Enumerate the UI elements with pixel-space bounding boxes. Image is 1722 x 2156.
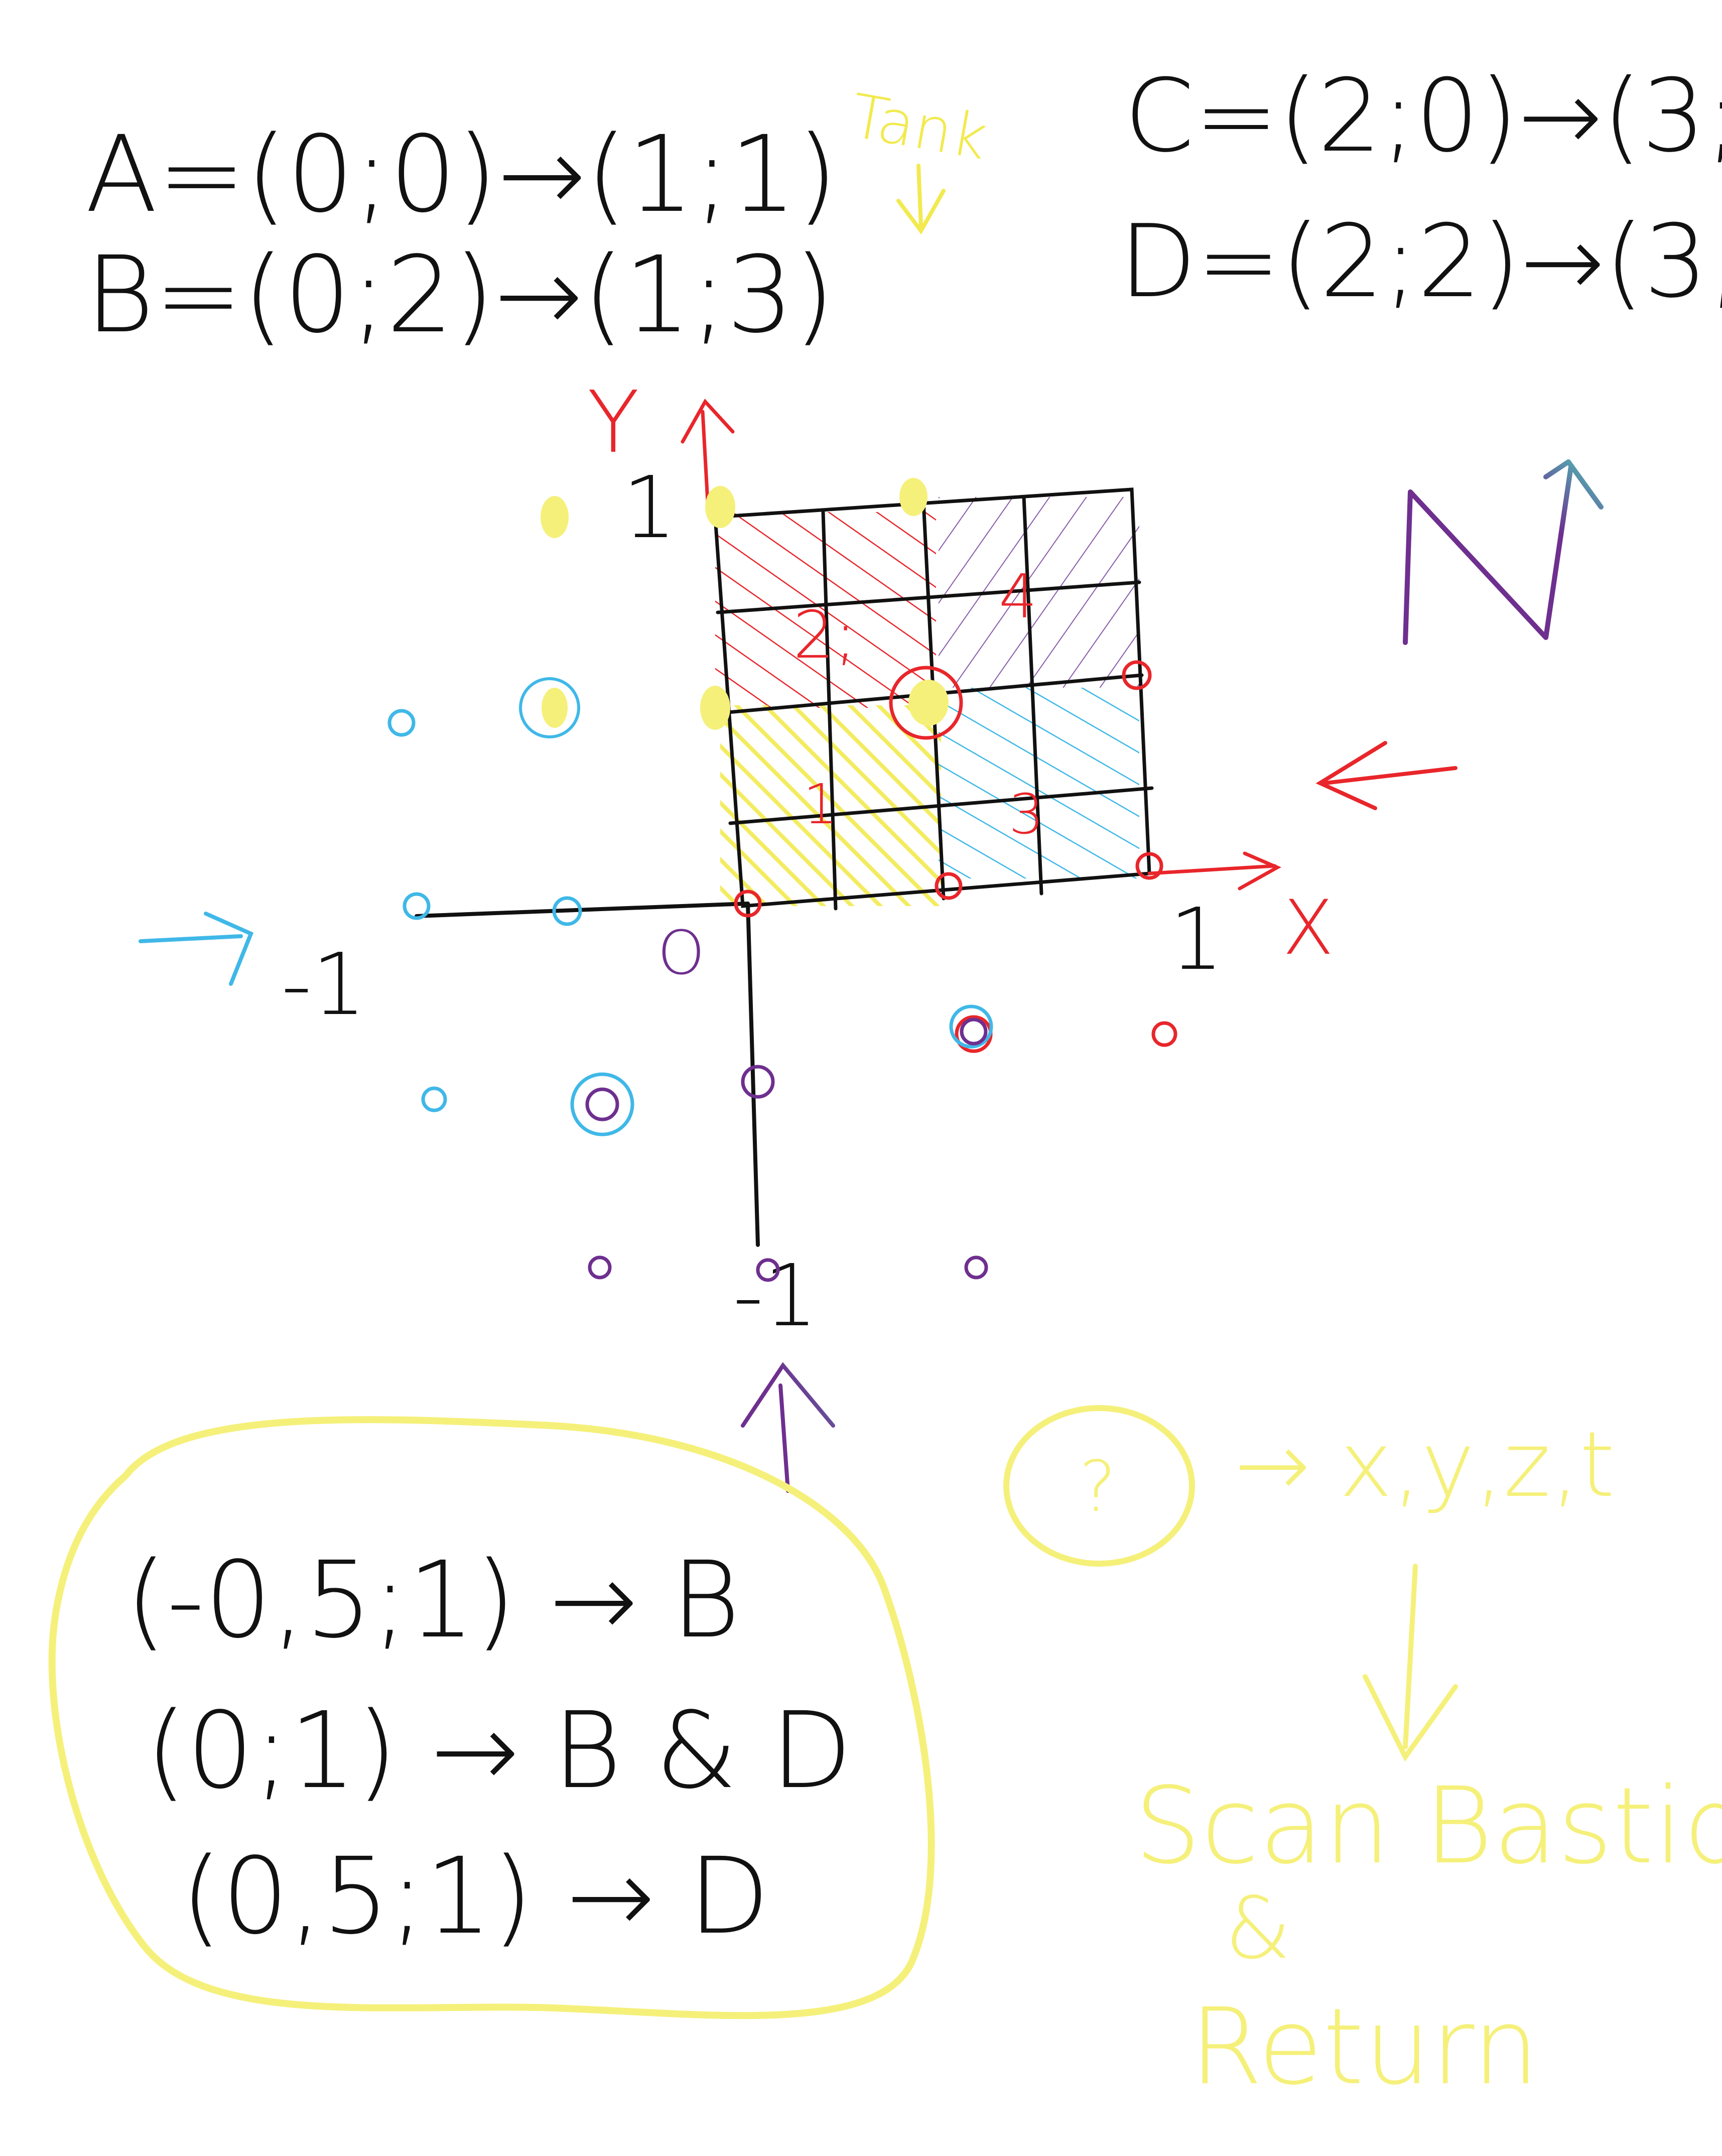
query-line-2: (0;1) → B & D [146,1689,852,1812]
origin-label: O [657,919,705,988]
quadrant-3-label: 3 [1009,782,1044,846]
cyan-points [387,709,993,1136]
y-axis-label: Y [587,373,639,472]
flow-outputs: → x,y,z,t [1235,1413,1615,1517]
quadrant-4-hatch [939,497,1139,688]
tank-arrow-icon [896,164,946,235]
flow-down-arrow-icon [1363,1564,1458,1762]
quadrant-4-label: 4 [999,562,1037,632]
def-a: A=(0;0)→(1;1) [85,113,838,236]
north-icon [1403,459,1604,645]
x-axis-neg [415,902,750,918]
unknown-circle [1003,1405,1195,1567]
arrow-left-icon [1315,741,1458,810]
query-line-1: (-0,5;1) → B [125,1539,740,1662]
x-axis-arrow-icon [1147,851,1281,891]
unknown-label: ? [1079,1446,1116,1528]
query-line-3: (0,5;1) → D [181,1835,769,1958]
red-ring [889,666,963,740]
flow-action-1: Scan Bastide [1134,1764,1722,1887]
yellow-dots [541,478,949,730]
quadrant-1-label: 1 [803,772,838,836]
tick-y-pos: 1 [622,458,677,558]
arrow-right-icon [139,912,254,986]
flow-action-3: Return [1189,1985,1539,2108]
tick-x-neg: -1 [281,935,366,1035]
x-axis-label: X [1282,884,1334,972]
cyan-ring [519,677,580,738]
y-axis-arrow-icon [681,399,735,504]
flow-action-2: & [1225,1879,1291,1978]
north-label: N [1466,588,1469,594]
tick-x-pos: 1 [1169,890,1224,989]
y-axis-neg [746,902,760,1247]
arrow-up-icon [741,1362,835,1493]
def-b: B=(0;2)→(1;3) [85,233,835,356]
quadrant-2-label: 2; [793,597,857,673]
purple-points [585,1018,988,1282]
def-d: D=(2;2)→(3;3) [1119,203,1722,320]
query-blob [48,1416,935,2019]
def-c: C=(2;0)→(3;1) [1124,58,1722,175]
tank-label: Tank [846,81,993,174]
